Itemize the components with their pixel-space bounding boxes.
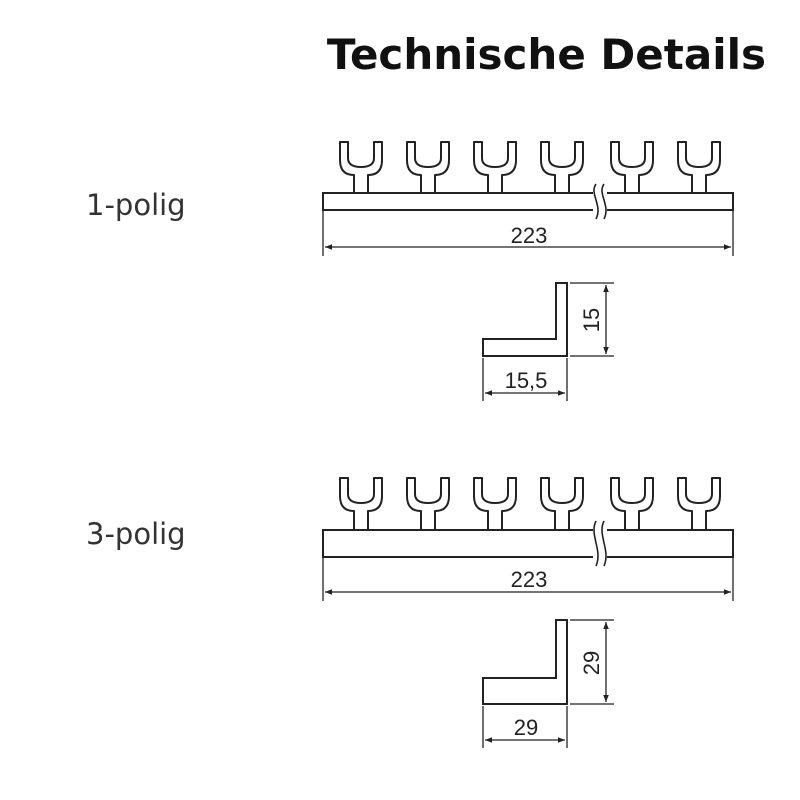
fork-terminal bbox=[677, 477, 721, 532]
width-dimension-3-polig: 29 bbox=[482, 706, 568, 748]
width-dimension-1-polig: 15,5 bbox=[482, 358, 568, 401]
height-dimension-1-polig: 15 bbox=[570, 282, 614, 357]
fork-terminal bbox=[540, 477, 584, 532]
fork-terminals-1-polig bbox=[339, 141, 721, 195]
height-value-3-polig: 29 bbox=[579, 651, 604, 675]
fork-terminal bbox=[339, 477, 383, 532]
fork-terminal bbox=[677, 141, 721, 195]
variant-label-1-polig: 1-polig bbox=[86, 188, 186, 222]
fork-terminal bbox=[610, 477, 654, 532]
profile-1-polig bbox=[482, 282, 568, 357]
busbar-rail bbox=[322, 529, 734, 558]
length-dimension-3-polig: 223 bbox=[322, 557, 734, 601]
fork-terminal bbox=[610, 141, 654, 195]
length-value-3-polig: 223 bbox=[511, 567, 548, 592]
height-dimension-3-polig: 29 bbox=[570, 619, 614, 705]
busbar-3-polig bbox=[322, 477, 734, 567]
fork-terminal bbox=[406, 141, 450, 195]
fork-terminal bbox=[540, 141, 584, 195]
fork-terminals-3-polig bbox=[339, 477, 721, 532]
width-value-1-polig: 15,5 bbox=[505, 368, 548, 393]
profile-3-polig bbox=[482, 619, 568, 705]
fork-terminal bbox=[473, 477, 517, 532]
length-value-1-polig: 223 bbox=[511, 223, 548, 248]
height-value-1-polig: 15 bbox=[579, 308, 604, 332]
fork-terminal bbox=[473, 141, 517, 195]
width-value-3-polig: 29 bbox=[514, 715, 538, 740]
page-title: Technische Details bbox=[326, 30, 766, 79]
fork-terminal bbox=[339, 141, 383, 195]
busbar-1-polig bbox=[322, 141, 734, 220]
fork-terminal bbox=[406, 477, 450, 532]
length-dimension-1-polig: 223 bbox=[322, 210, 734, 256]
variant-label-3-polig: 3-polig bbox=[86, 517, 186, 551]
busbar-rail bbox=[322, 192, 734, 211]
